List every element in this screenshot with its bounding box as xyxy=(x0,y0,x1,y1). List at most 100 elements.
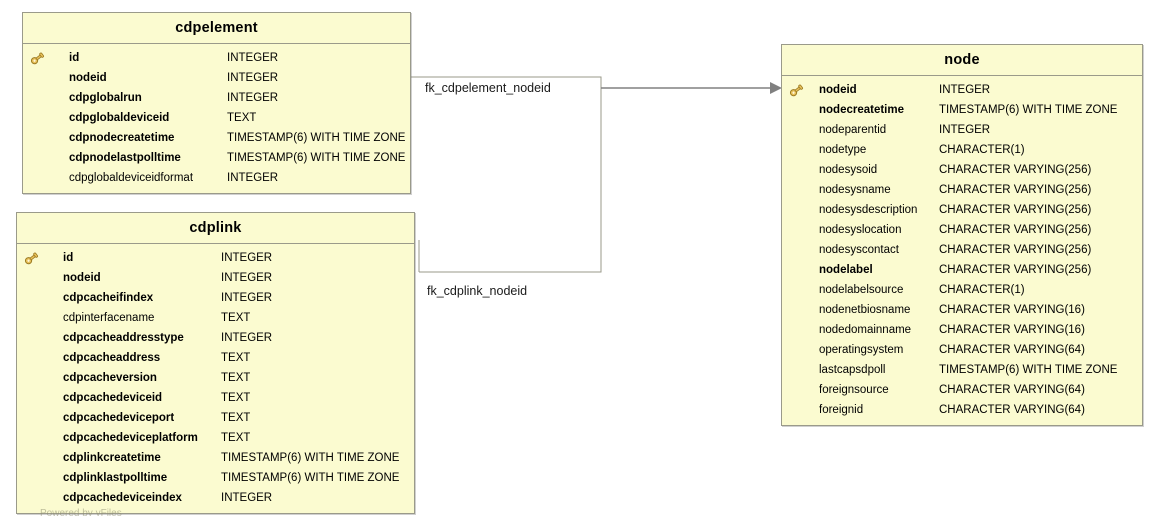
attribute-name: nodesyslocation xyxy=(819,224,902,236)
watermark-text: Powered by yFiles xyxy=(40,508,122,516)
attribute-name: nodeparentid xyxy=(819,124,887,136)
attribute-name: nodesysdescription xyxy=(819,204,918,216)
attribute-name: nodelabel xyxy=(819,264,873,276)
attribute-type: INTEGER xyxy=(939,84,991,96)
attribute-name: nodesysoid xyxy=(819,164,878,176)
attribute-row[interactable]: cdplinklastpolltime TIMESTAMP(6) WITH TIM… xyxy=(17,468,414,488)
attribute-row[interactable]: cdpcachedeviceindex INTEGER xyxy=(17,488,414,508)
attribute-type: CHARACTER VARYING(256) xyxy=(939,164,1092,176)
attribute-type: TIMESTAMP(6) WITH TIME ZONE xyxy=(939,104,1118,116)
attribute-name: cdpglobalrun xyxy=(69,92,142,104)
attribute-name: cdpnodecreatetime xyxy=(69,132,175,144)
attribute-type: INTEGER xyxy=(221,252,273,264)
attribute-name: cdpcachedeviceindex xyxy=(63,492,182,504)
attribute-type: CHARACTER VARYING(256) xyxy=(939,244,1092,256)
attribute-type: CHARACTER(1) xyxy=(939,284,1025,296)
attribute-type: CHARACTER VARYING(256) xyxy=(939,264,1092,276)
attribute-name: cdpcacheaddresstype xyxy=(63,332,184,344)
attribute-name: operatingsystem xyxy=(819,344,904,356)
attribute-row[interactable]: nodesysname CHARACTER VARYING(256) xyxy=(782,180,1142,200)
attribute-row[interactable]: nodeid INTEGER xyxy=(782,80,1142,100)
attribute-name: nodesysname xyxy=(819,184,891,196)
attribute-name: id xyxy=(63,252,74,264)
entity-title-cdplink: cdplink xyxy=(17,213,414,244)
attribute-name: foreignsource xyxy=(819,384,889,396)
attribute-type: INTEGER xyxy=(221,292,273,304)
relationship-label-fk-cdplink-nodeid: fk_cdplink_nodeid xyxy=(427,284,528,298)
attribute-type: INTEGER xyxy=(221,332,273,344)
attribute-type: INTEGER xyxy=(221,492,273,504)
attribute-type: TEXT xyxy=(221,372,251,384)
attribute-type: INTEGER xyxy=(221,272,273,284)
attribute-type: TIMESTAMP(6) WITH TIME ZONE xyxy=(227,132,406,144)
attribute-row[interactable]: cdpnodecreatetime TIMESTAMP(6) WITH TIME … xyxy=(23,128,410,148)
attribute-row[interactable]: cdpglobaldeviceidformat INTEGER xyxy=(23,168,410,188)
attribute-type: TEXT xyxy=(221,392,251,404)
attribute-name: nodeid xyxy=(819,84,857,96)
entity-title-node: node xyxy=(782,45,1142,76)
attribute-name: nodesyscontact xyxy=(819,244,899,256)
attribute-type: TEXT xyxy=(221,312,251,324)
attribute-row[interactable]: nodesyscontact CHARACTER VARYING(256) xyxy=(782,240,1142,260)
primary-key-icon xyxy=(24,251,40,265)
attribute-row[interactable]: cdpcacheifindex INTEGER xyxy=(17,288,414,308)
attribute-type: CHARACTER VARYING(64) xyxy=(939,404,1085,416)
attribute-name: cdpcachedeviceport xyxy=(63,412,175,424)
attribute-row[interactable]: cdpglobalrun INTEGER xyxy=(23,88,410,108)
attribute-type: TEXT xyxy=(221,352,251,364)
attribute-name: cdpglobaldeviceidformat xyxy=(69,172,194,184)
attribute-name: cdpglobaldeviceid xyxy=(69,112,170,124)
attribute-name: nodenetbiosname xyxy=(819,304,911,316)
attribute-name: nodedomainname xyxy=(819,324,912,336)
attribute-name: cdpnodelastpolltime xyxy=(69,152,181,164)
attribute-type: CHARACTER VARYING(256) xyxy=(939,184,1092,196)
attribute-name: nodetype xyxy=(819,144,867,156)
attribute-row[interactable]: nodesysoid CHARACTER VARYING(256) xyxy=(782,160,1142,180)
attribute-row[interactable]: nodelabel CHARACTER VARYING(256) xyxy=(782,260,1142,280)
attribute-row[interactable]: cdpcacheaddresstype INTEGER xyxy=(17,328,414,348)
attribute-type: TIMESTAMP(6) WITH TIME ZONE xyxy=(939,364,1118,376)
attribute-type: TEXT xyxy=(221,432,251,444)
attribute-type: TIMESTAMP(6) WITH TIME ZONE xyxy=(221,472,400,484)
attribute-name: cdpcacheifindex xyxy=(63,292,154,304)
entity-title-cdpelement: cdpelement xyxy=(23,13,410,44)
attribute-type: INTEGER xyxy=(227,92,279,104)
relationship-label-fk-cdpelement-nodeid: fk_cdpelement_nodeid xyxy=(425,81,551,95)
attribute-name: cdplinklastpolltime xyxy=(63,472,168,484)
attribute-type: INTEGER xyxy=(227,172,279,184)
attribute-name: cdpcachedeviceplatform xyxy=(63,432,198,444)
attribute-row[interactable]: id INTEGER xyxy=(17,248,414,268)
edge-routing-box xyxy=(410,76,602,273)
attribute-row[interactable]: operatingsystem CHARACTER VARYING(64) xyxy=(782,340,1142,360)
attribute-row[interactable]: cdpcachedeviceplatform TEXT xyxy=(17,428,414,448)
attribute-type: CHARACTER VARYING(64) xyxy=(939,344,1085,356)
attribute-row[interactable]: cdpcachedeviceid TEXT xyxy=(17,388,414,408)
attribute-name: nodeid xyxy=(69,72,107,84)
attribute-name: cdpcachedeviceid xyxy=(63,392,163,404)
